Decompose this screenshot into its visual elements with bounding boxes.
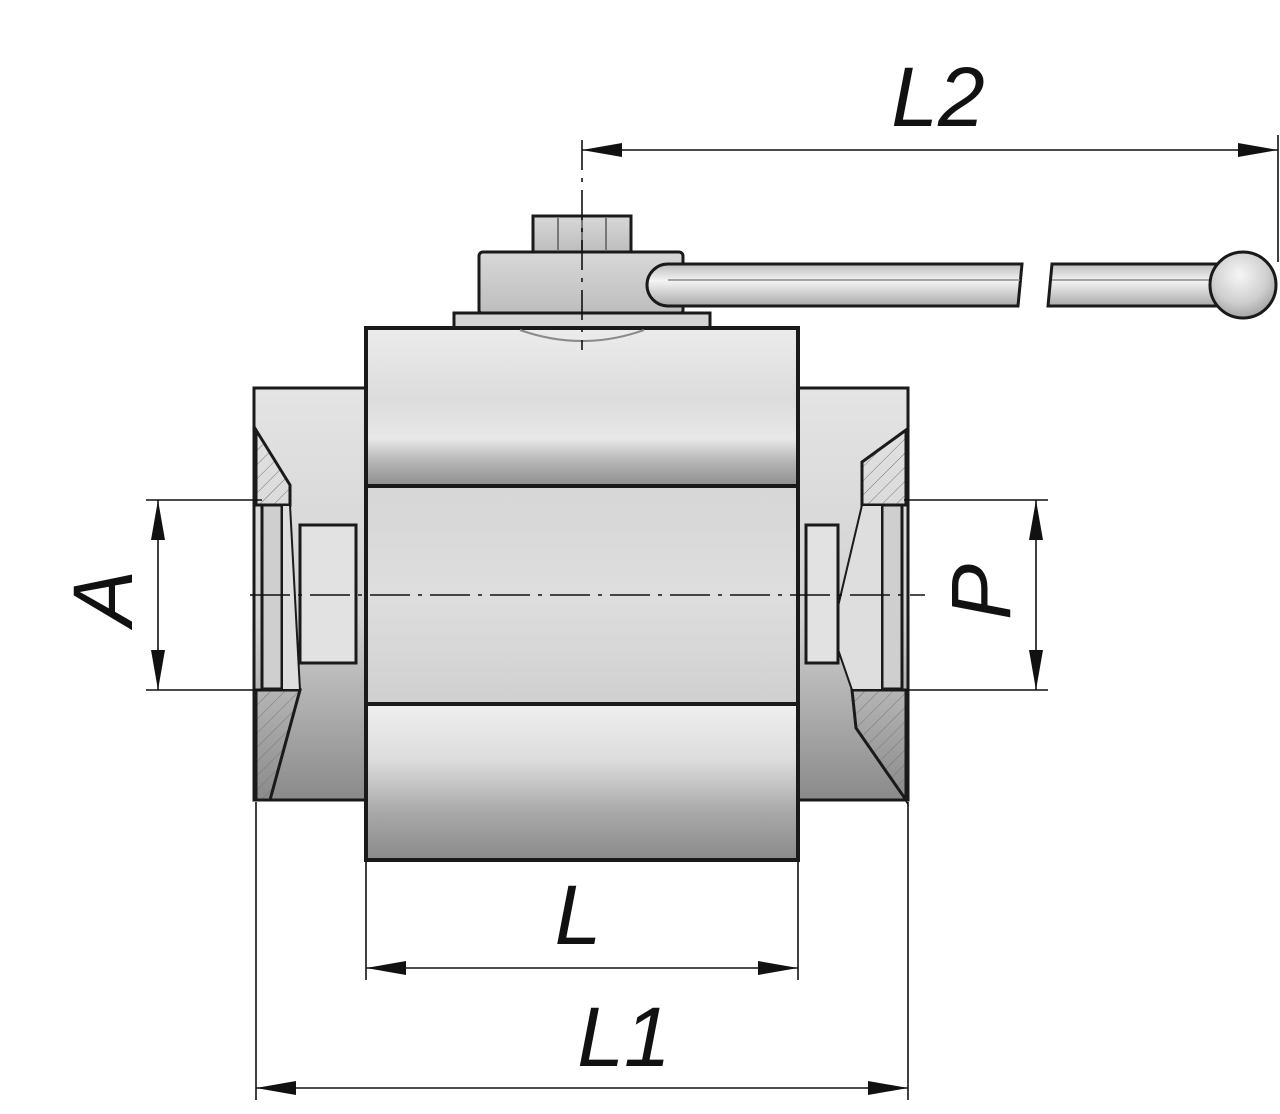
a-label: A	[56, 570, 150, 631]
dimension-l1: L1	[255, 802, 909, 1100]
dimension-p: P	[904, 499, 1048, 691]
l-label: L	[555, 868, 602, 962]
dimension-l2: L2	[582, 50, 1279, 262]
body-lower	[364, 702, 800, 862]
lever-ball-knob	[1208, 250, 1278, 320]
p-label: P	[934, 564, 1028, 620]
l2-label: L2	[891, 50, 984, 144]
dimension-a: A	[56, 499, 262, 691]
lever-rod-end	[1046, 262, 1224, 308]
l1-label: L1	[577, 990, 670, 1084]
right-end-fitting	[796, 386, 910, 805]
body-upper	[364, 326, 800, 488]
valve-body	[364, 326, 800, 862]
centerlines	[250, 140, 925, 596]
dimension-l: L	[365, 862, 799, 980]
left-end-fitting	[252, 386, 368, 802]
handle-assembly	[452, 214, 1278, 331]
lever-rod	[645, 262, 1024, 308]
